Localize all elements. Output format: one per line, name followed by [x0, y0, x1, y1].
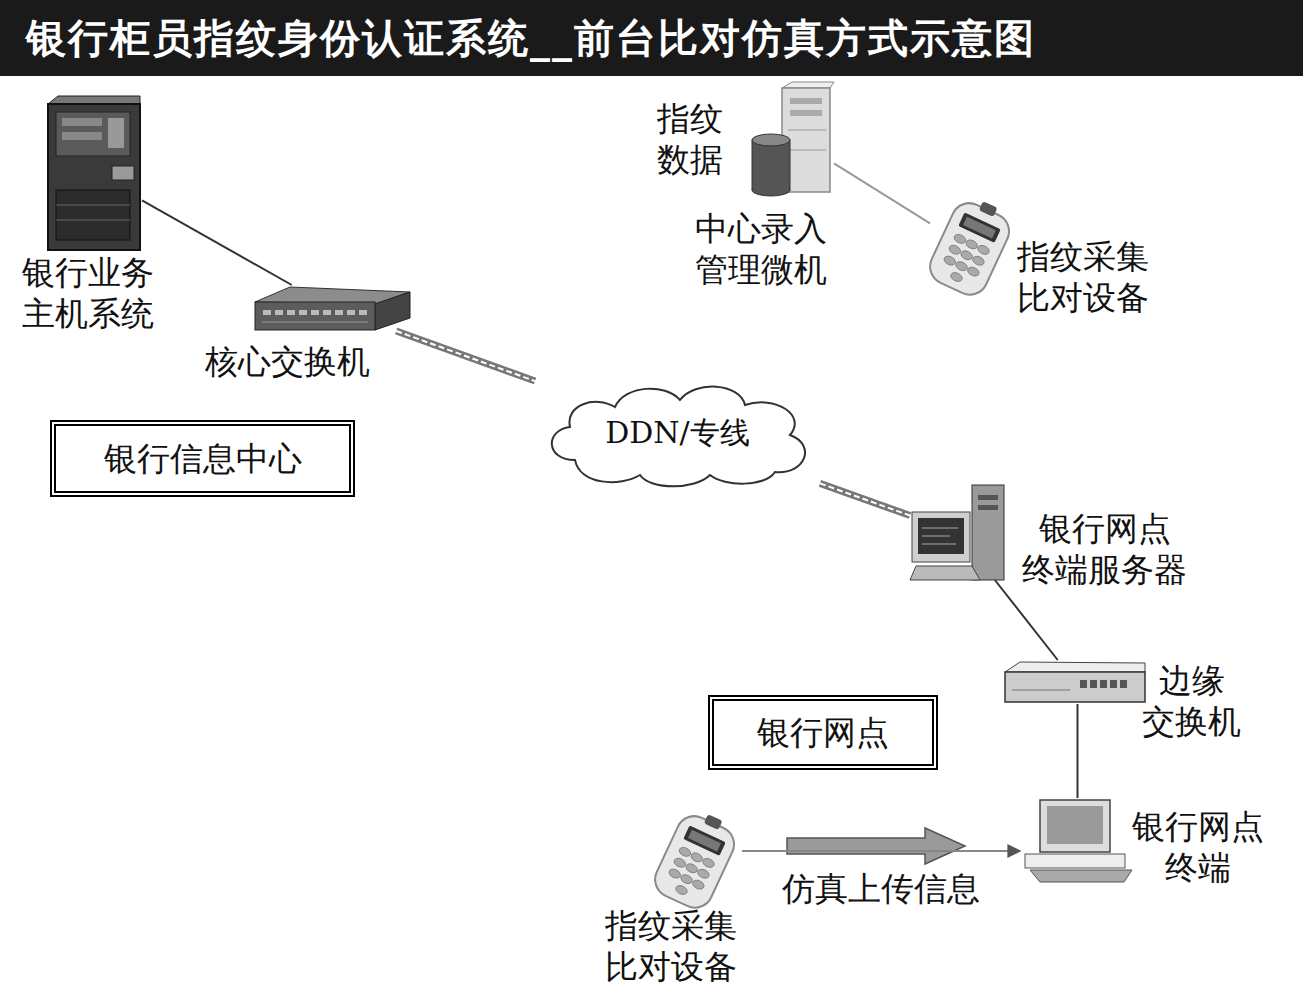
node-label: 指纹 数据	[657, 98, 723, 181]
connector-line	[142, 200, 292, 285]
node-label: 指纹采集 比对设备	[1017, 236, 1149, 319]
edge-label: 仿真上传信息	[778, 869, 984, 909]
node-label: 银行网点 终端服务器	[1022, 508, 1187, 591]
terminal-server-icon	[910, 485, 1004, 580]
node-label: 核心交换机	[205, 341, 370, 382]
connector	[995, 580, 1058, 660]
branch-terminal: 银行网点 终端	[1020, 798, 1135, 884]
connector	[1077, 704, 1078, 798]
fingerprint-device-icon	[649, 805, 742, 914]
region-box: 银行网点	[708, 695, 938, 770]
connector-line	[834, 163, 930, 223]
terminal-pc-icon	[1025, 800, 1132, 882]
connector-line	[820, 483, 910, 515]
edge-switch: 边缘 交换机	[1005, 660, 1145, 704]
terminal-server: 银行网点 终端服务器	[910, 485, 1005, 580]
core-switch-icon	[255, 287, 410, 330]
connector	[834, 163, 930, 223]
fingerprint-device-icon	[924, 192, 1017, 301]
host-system: 银行业务 主机系统	[45, 96, 142, 250]
connector-line	[742, 850, 1020, 852]
connector-line	[1077, 704, 1079, 798]
node-label: 指纹采集 比对设备	[605, 905, 737, 988]
node-label: 银行网点	[757, 712, 889, 753]
connector	[742, 851, 1020, 852]
connector-line	[396, 331, 535, 381]
entry-pc: 指纹 数据中心录入 管理微机	[750, 82, 834, 192]
upload-block-arrow	[787, 828, 965, 864]
network-cloud: DDN/专线	[535, 375, 820, 490]
connector-line	[396, 331, 535, 381]
database-and-pc-icon	[752, 82, 834, 196]
title-bar: 银行柜员指纹身份认证系统__前台比对仿真方式示意图	[0, 0, 1303, 76]
title: 银行柜员指纹身份认证系统__前台比对仿真方式示意图	[0, 0, 1303, 76]
connector	[142, 200, 292, 285]
connector	[396, 331, 535, 381]
connector-line	[820, 483, 910, 515]
host-server-icon	[48, 96, 140, 250]
connector	[820, 483, 910, 515]
edge-switch-icon	[1005, 662, 1145, 702]
node-label: 银行网点 终端	[1132, 806, 1264, 889]
node-label: DDN/专线	[605, 414, 749, 452]
fingerprint-device: 指纹采集 比对设备	[650, 818, 742, 904]
connector-line	[995, 580, 1058, 660]
node-label: 银行业务 主机系统	[22, 252, 154, 335]
node-label: 中心录入 管理微机	[695, 208, 827, 291]
fingerprint-device: 指纹采集 比对设备	[930, 205, 1012, 293]
region-box: 银行信息中心	[50, 420, 355, 497]
core-switch: 核心交换机	[255, 285, 410, 331]
node-label: 边缘 交换机	[1142, 660, 1241, 743]
node-label: 银行信息中心	[104, 438, 302, 479]
